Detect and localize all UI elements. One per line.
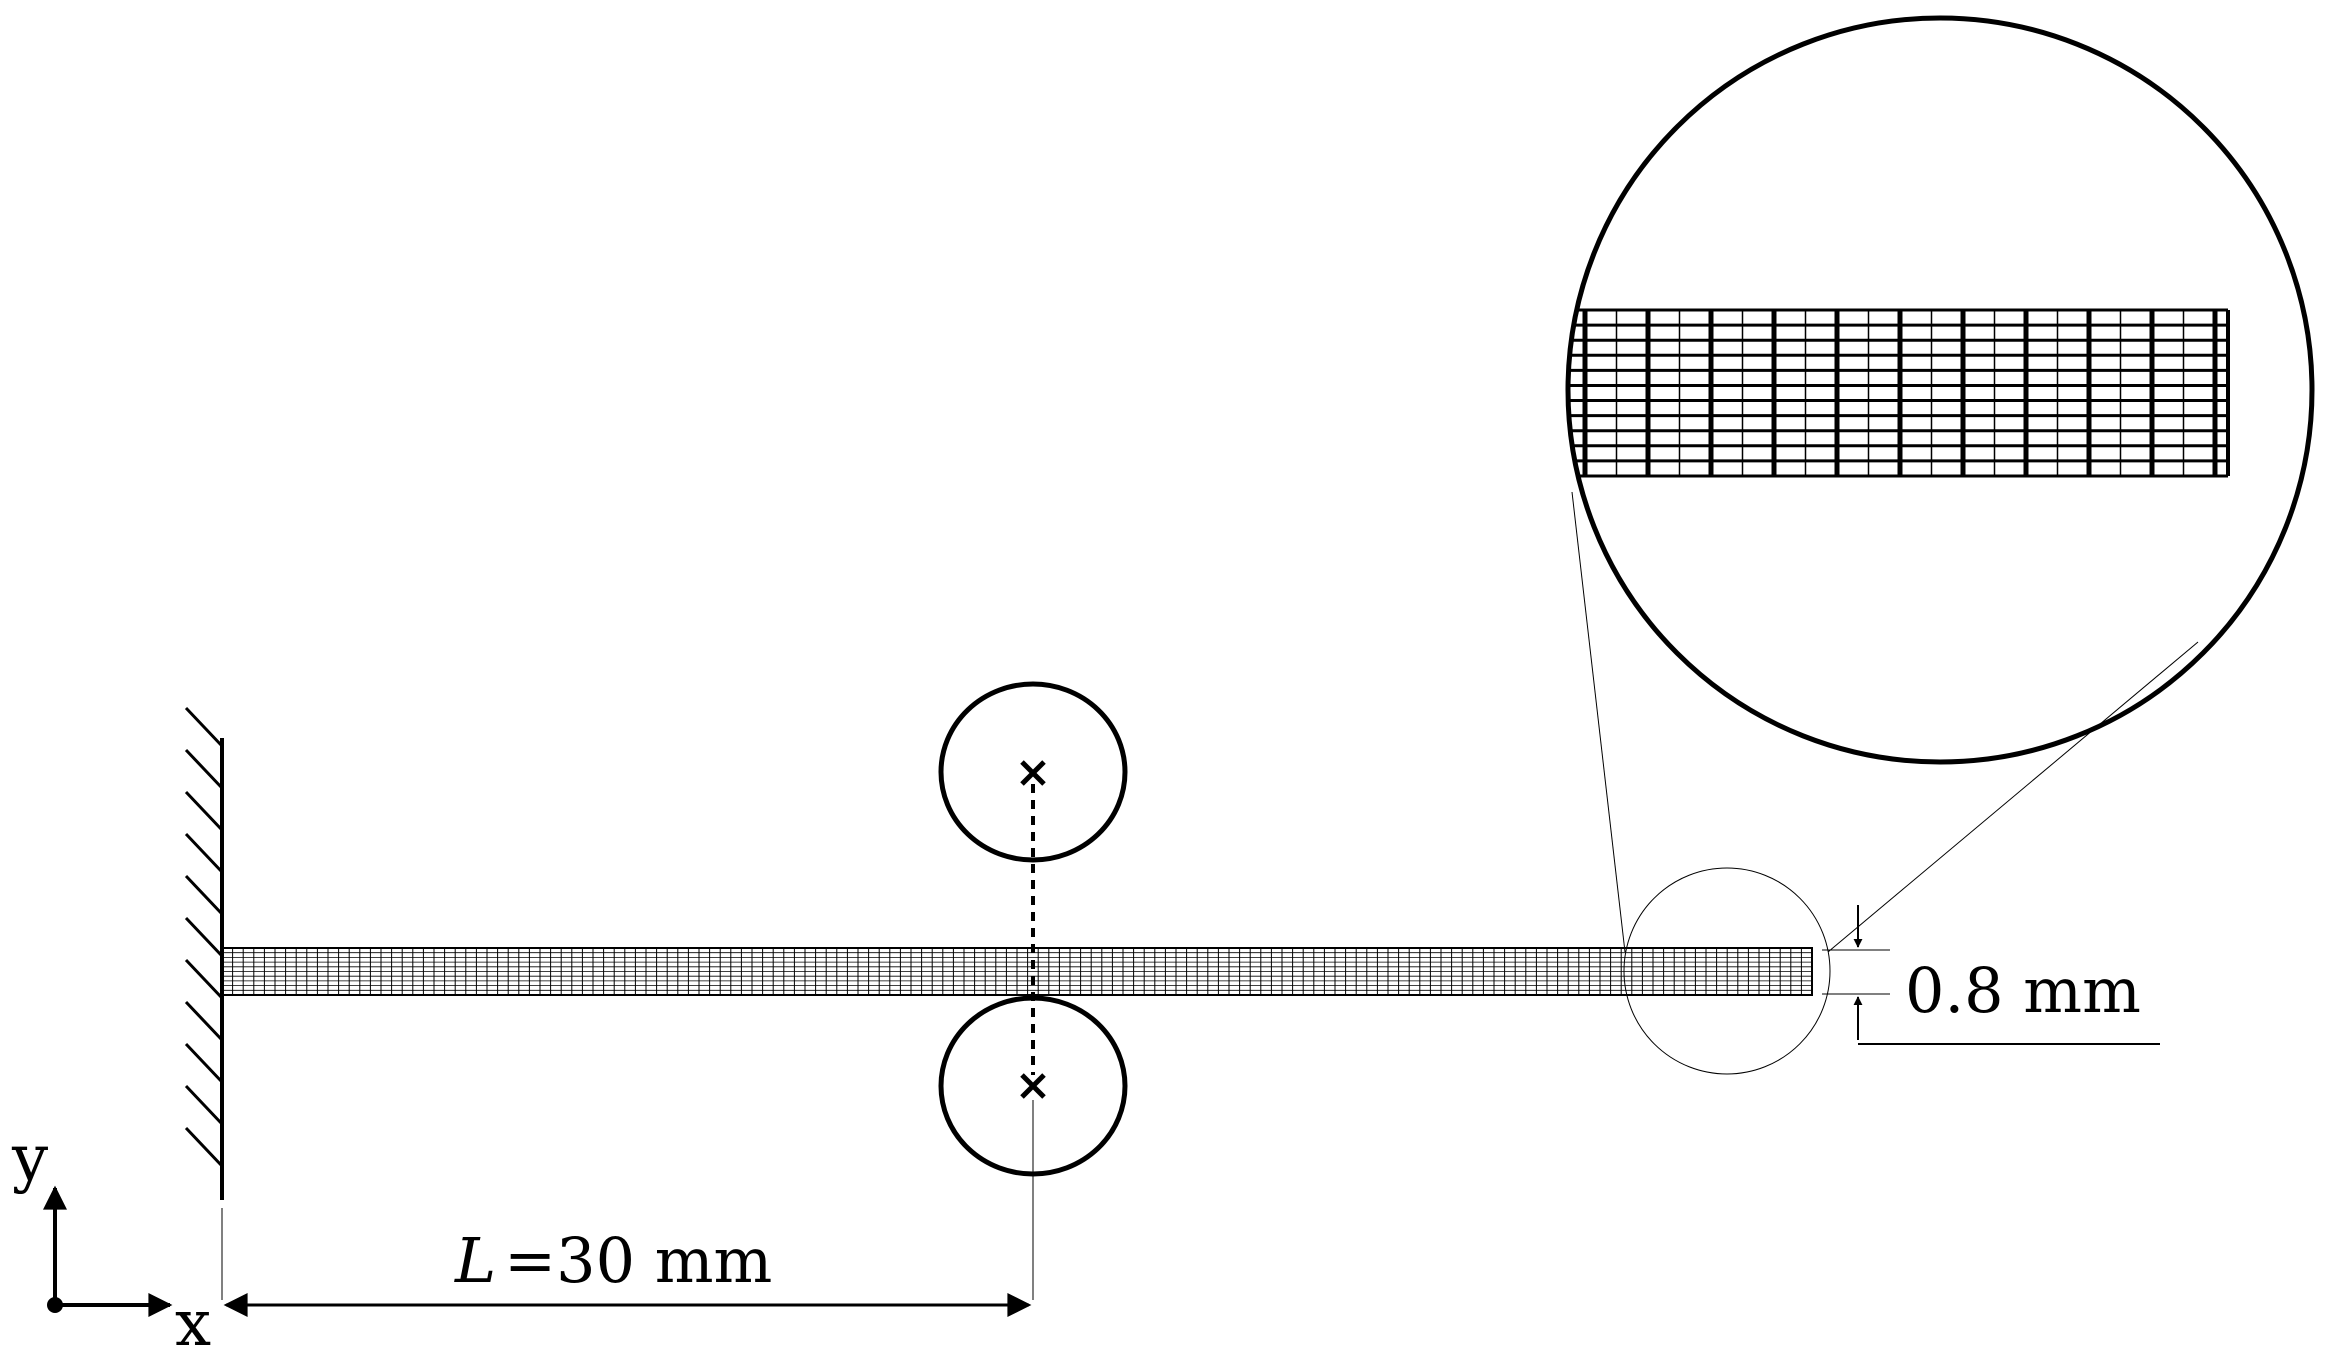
thickness-dimension: 0.8 mm — [1822, 905, 2160, 1045]
y-axis-label: y — [11, 1122, 48, 1196]
beam — [221, 947, 1813, 996]
rollers — [938, 681, 1128, 1300]
zoom-mesh-clip — [1568, 308, 2230, 478]
hatch-line — [184, 706, 224, 748]
hatch-line — [184, 1084, 224, 1126]
length-label: L=30 mm — [454, 1224, 772, 1297]
hatch-line — [184, 1126, 224, 1168]
zoom-circle — [1565, 15, 2315, 765]
detail-marker-circle — [1623, 867, 1831, 1075]
upper-roller-center-icon — [1020, 760, 1046, 786]
hatch-line — [184, 1042, 224, 1084]
zoom-leader-right — [1827, 641, 2199, 953]
beam-outline — [221, 947, 1813, 996]
fixed-support — [184, 706, 224, 1200]
x-axis-label: x — [175, 1287, 211, 1356]
hatch-line — [184, 874, 224, 916]
upper-roller — [938, 681, 1128, 863]
detail-zoom — [1565, 15, 2315, 1075]
hatch-line — [184, 790, 224, 832]
hatch-line — [184, 1000, 224, 1042]
lower-roller-center-icon — [1020, 1073, 1046, 1099]
wall-hatching — [184, 706, 224, 1168]
coordinate-axes: x y — [11, 1122, 211, 1361]
hatch-line — [184, 916, 224, 958]
hatch-line — [184, 832, 224, 874]
hatch-line — [184, 958, 224, 1000]
length-dimension: L=30 mm — [221, 1208, 1032, 1317]
hatch-line — [184, 748, 224, 790]
zoom-mesh — [1568, 308, 2230, 478]
beam-mesh — [222, 948, 1812, 995]
thickness-label: 0.8 mm — [1905, 954, 2141, 1027]
zoom-leader-left — [1571, 491, 1626, 953]
